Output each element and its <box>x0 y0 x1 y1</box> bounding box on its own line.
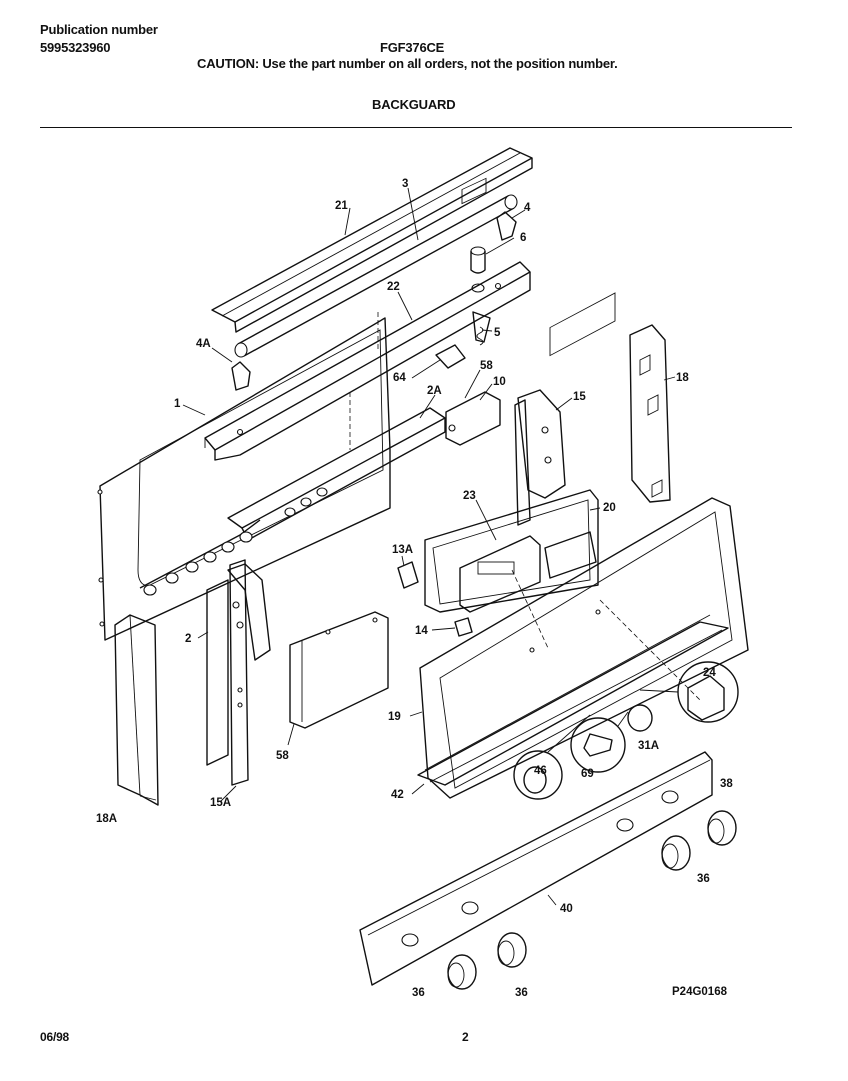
callout-58-bottom: 58 <box>276 750 289 762</box>
footer-date: 06/98 <box>40 1030 70 1044</box>
callout-31a: 31A <box>638 740 659 752</box>
part-22-bracket <box>204 261 531 461</box>
callout-leaders <box>139 187 676 906</box>
callout-64: 64 <box>393 372 406 384</box>
callout-24: 24 <box>703 667 716 679</box>
publication-number: 5995323960 <box>40 40 111 55</box>
callout-15a: 15A <box>210 797 231 809</box>
part-15-right-bracket <box>514 389 566 526</box>
callout-23: 23 <box>463 490 476 502</box>
callout-36-b: 36 <box>412 987 425 999</box>
part-31a-knob <box>627 704 653 732</box>
part-42-trim-strip <box>417 614 729 786</box>
part-40-burner-panel <box>359 751 713 986</box>
callout-42: 42 <box>391 789 404 801</box>
part-24-detail <box>639 661 739 723</box>
callout-46: 46 <box>534 765 547 777</box>
callout-19: 19 <box>388 711 401 723</box>
callout-36-a: 36 <box>697 873 710 885</box>
callout-3: 3 <box>402 178 408 190</box>
figure-id: P24G0168 <box>672 986 728 998</box>
part-18a-side-trim <box>114 614 159 806</box>
callout-18: 18 <box>676 372 689 384</box>
callout-20: 20 <box>603 502 616 514</box>
caution-note: CAUTION: Use the part number on all orde… <box>197 56 618 71</box>
part-58-heat-shield <box>289 611 389 729</box>
callout-4: 4 <box>524 202 531 214</box>
part-2-left-bracket <box>206 563 271 766</box>
part-14-switch <box>454 617 473 637</box>
callout-2a: 2A <box>427 385 442 397</box>
callout-36-c: 36 <box>515 987 528 999</box>
part-36-knob-4 <box>707 810 737 846</box>
part-21-top-trim <box>211 147 533 333</box>
part-15a-strip <box>229 559 249 786</box>
callout-38: 38 <box>720 778 733 790</box>
callout-40: 40 <box>560 903 573 915</box>
callout-58-top: 58 <box>480 360 493 372</box>
part-10-timer <box>445 177 501 446</box>
callout-10: 10 <box>493 376 506 388</box>
callout-labels: 21 3 4 6 22 5 4A 64 2A 58 10 15 18 1 23 … <box>96 178 733 999</box>
callout-69: 69 <box>581 768 594 780</box>
part-36-knob-2 <box>497 932 527 968</box>
footer-page-number: 2 <box>462 1030 469 1044</box>
callout-14: 14 <box>415 625 428 637</box>
section-title: BACKGUARD <box>372 97 456 112</box>
part-20-control-housing <box>424 489 599 613</box>
model-number: FGF376CE <box>380 40 445 55</box>
callout-13a: 13A <box>392 544 413 556</box>
part-46-detail <box>513 714 591 800</box>
header-rule <box>40 127 792 128</box>
callout-2: 2 <box>185 633 191 645</box>
part-2a-panel <box>139 407 446 596</box>
part-36-knob-1 <box>447 954 477 990</box>
part-18-side-trim <box>629 324 671 503</box>
part-3-tube <box>234 194 518 358</box>
part-4-clip <box>496 211 517 241</box>
part-4a-clip <box>231 361 251 391</box>
callout-6: 6 <box>520 232 526 244</box>
callout-5: 5 <box>494 327 501 339</box>
callout-1: 1 <box>174 398 181 410</box>
callout-15: 15 <box>573 391 586 403</box>
callout-18a: 18A <box>96 813 117 825</box>
part-36-knob-3 <box>661 835 691 871</box>
part-64-bracket <box>435 344 466 369</box>
callout-4a: 4A <box>196 338 211 350</box>
part-23-clock-board <box>459 531 597 613</box>
callout-21: 21 <box>335 200 348 212</box>
publication-label: Publication number <box>40 22 158 37</box>
callout-22: 22 <box>387 281 400 293</box>
part-6-spacer <box>470 246 486 293</box>
part-69-detail <box>570 711 629 773</box>
part-13a-switch <box>397 561 419 589</box>
